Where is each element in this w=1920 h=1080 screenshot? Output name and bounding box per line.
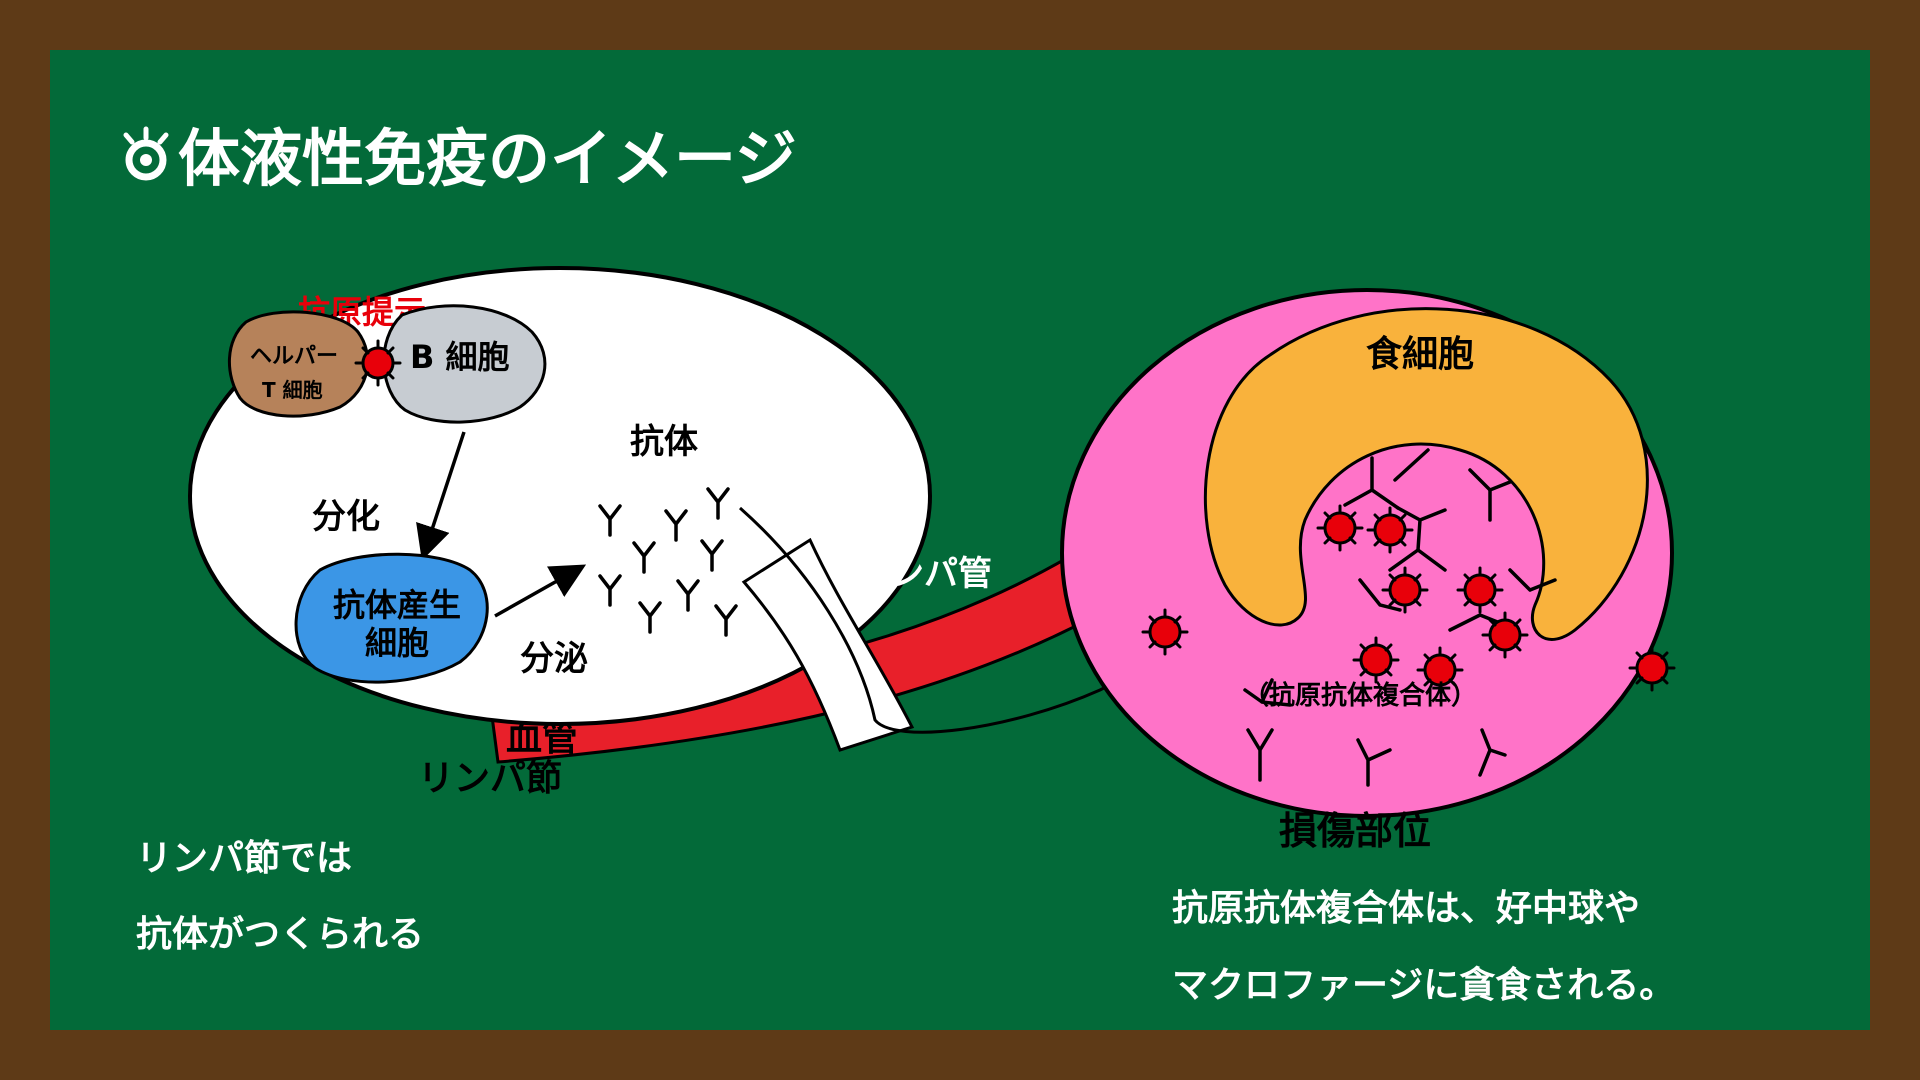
left-caption-line-1: リンパ節では	[136, 838, 352, 879]
left-caption-line-2: 抗体がつくられる	[136, 913, 424, 955]
plasma-cell-label-1: 抗体産生	[333, 586, 461, 624]
helper-t-label-1: ヘルパー	[250, 344, 338, 369]
plasma-cell-label-2: 細胞	[365, 624, 429, 662]
secretion-label: 分泌	[520, 639, 588, 679]
antibody-producing-cell	[294, 552, 489, 684]
damage-site-label: 損傷部位	[1279, 809, 1431, 853]
complex-antigen	[1366, 506, 1414, 554]
antigen-antibody-complex	[1343, 448, 1557, 632]
b-cell-label: B 細胞	[410, 338, 510, 376]
phagocyte-label: 食細胞	[1366, 334, 1474, 375]
lymph-node-label: リンパ節	[418, 758, 562, 799]
b-cell	[382, 304, 547, 424]
complex-antigen	[1381, 566, 1429, 614]
antibody-label: 抗体	[630, 422, 698, 462]
antibody-cluster-damage-site	[1243, 678, 1507, 787]
idea-icon	[123, 126, 169, 181]
phagocyte	[1203, 307, 1649, 641]
complex-antigen	[1481, 611, 1529, 659]
chalkboard: 体液性免疫のイメージ 血管 リンパ管 抗原提示 ヘルパー T 細胞 B 細胞 分…	[50, 50, 1870, 1030]
complex-antigen	[1352, 636, 1400, 684]
immune-diagram: 体液性免疫のイメージ 血管 リンパ管 抗原提示 ヘルパー T 細胞 B 細胞 分…	[123, 122, 1676, 1006]
right-caption-line-2: マクロファージに貪食される。	[1172, 964, 1675, 1006]
presented-antigen	[354, 339, 402, 387]
helper-t-cell	[228, 310, 370, 418]
antigen	[1141, 608, 1189, 656]
complex-label: （抗原抗体複合体）	[1243, 680, 1477, 711]
helper-t-label-2: T 細胞	[262, 378, 323, 402]
differentiation-label: 分化	[312, 497, 380, 537]
page-title: 体液性免疫のイメージ	[178, 122, 797, 195]
right-caption-line-1: 抗原抗体複合体は、好中球や	[1172, 887, 1640, 929]
antigen	[1628, 644, 1676, 692]
secretion-arrow	[494, 564, 587, 618]
complex-antigen	[1316, 504, 1364, 552]
lymph-duct-label: リンパ管	[856, 554, 992, 594]
differentiation-arrow	[416, 431, 466, 561]
complex-antigen	[1456, 566, 1504, 614]
